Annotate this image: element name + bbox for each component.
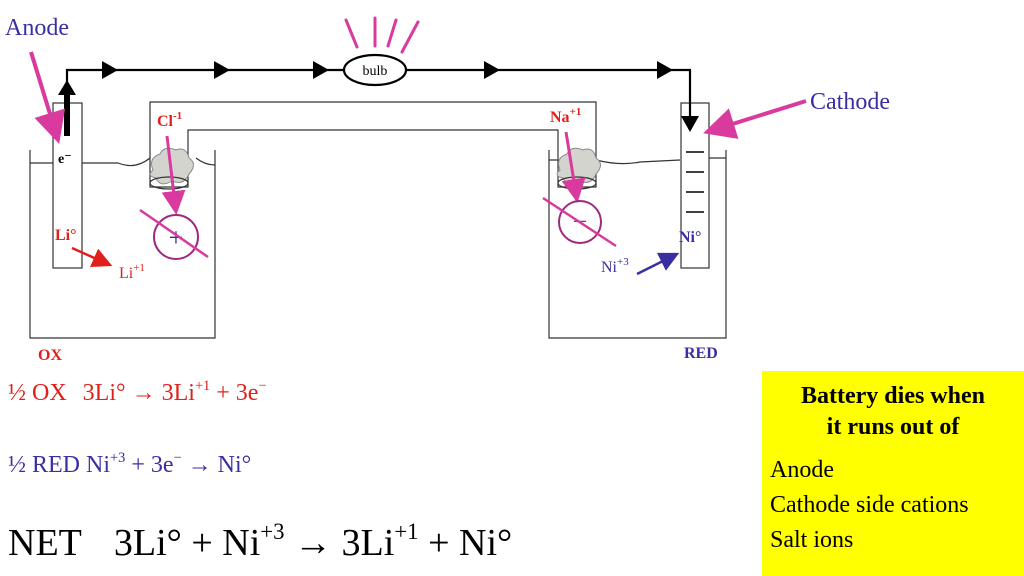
reduction-half-reaction: ½ RED Ni+3 + 3e− → Ni°: [8, 449, 252, 478]
note-item-anode: Anode: [770, 457, 834, 484]
wire-stub: [64, 92, 70, 136]
negative-ion-circle: [558, 200, 602, 244]
anode-pointer-arrow: [29, 51, 66, 144]
right-beaker: [548, 150, 727, 339]
cathode-pointer-arrow: [703, 99, 807, 139]
nickel-ion-label: Ni+3: [601, 256, 629, 276]
note-item-cathode-cations: Cathode side cations: [770, 492, 969, 519]
electron-label: e⁻: [58, 152, 72, 167]
positive-ion-strike: [139, 208, 209, 259]
nickel-reduction-arrow: [636, 252, 680, 276]
positive-ion-circle: [153, 214, 199, 260]
cathode-electrons: [686, 151, 704, 213]
sodium-arrow: [561, 131, 586, 203]
red-label: RED: [684, 345, 718, 362]
note-list: Anode Cathode side cations Salt ions: [770, 453, 1016, 557]
negative-ion-strike: [542, 196, 617, 248]
ox-label: OX: [38, 347, 62, 364]
note-item-salt-ions: Salt ions: [770, 526, 854, 553]
bulb: bulb: [342, 53, 408, 87]
sodium-label: Na+1: [550, 106, 581, 126]
anode-label: Anode: [5, 15, 69, 41]
nickel-metal-label: Ni°: [679, 229, 701, 246]
chloride-label: Cl-1: [157, 110, 182, 130]
wire-arrows: [58, 61, 699, 132]
li-metal-label: Li°: [55, 227, 77, 244]
bulb-label: bulb: [363, 64, 388, 79]
battery-note-box: Battery dies when it runs out of Anode C…: [762, 371, 1024, 576]
bulb-light-rays: [344, 16, 420, 54]
cathode-label: Cathode: [810, 89, 890, 115]
left-beaker: [29, 150, 216, 339]
li-ion-label: Li+1: [119, 262, 145, 282]
positive-ion-sign: +: [169, 223, 184, 252]
chloride-arrow: [161, 135, 186, 215]
li-oxidation-arrow: [71, 246, 113, 267]
note-title: Battery dies when it runs out of: [801, 383, 985, 441]
salt-bridge: [149, 101, 597, 188]
